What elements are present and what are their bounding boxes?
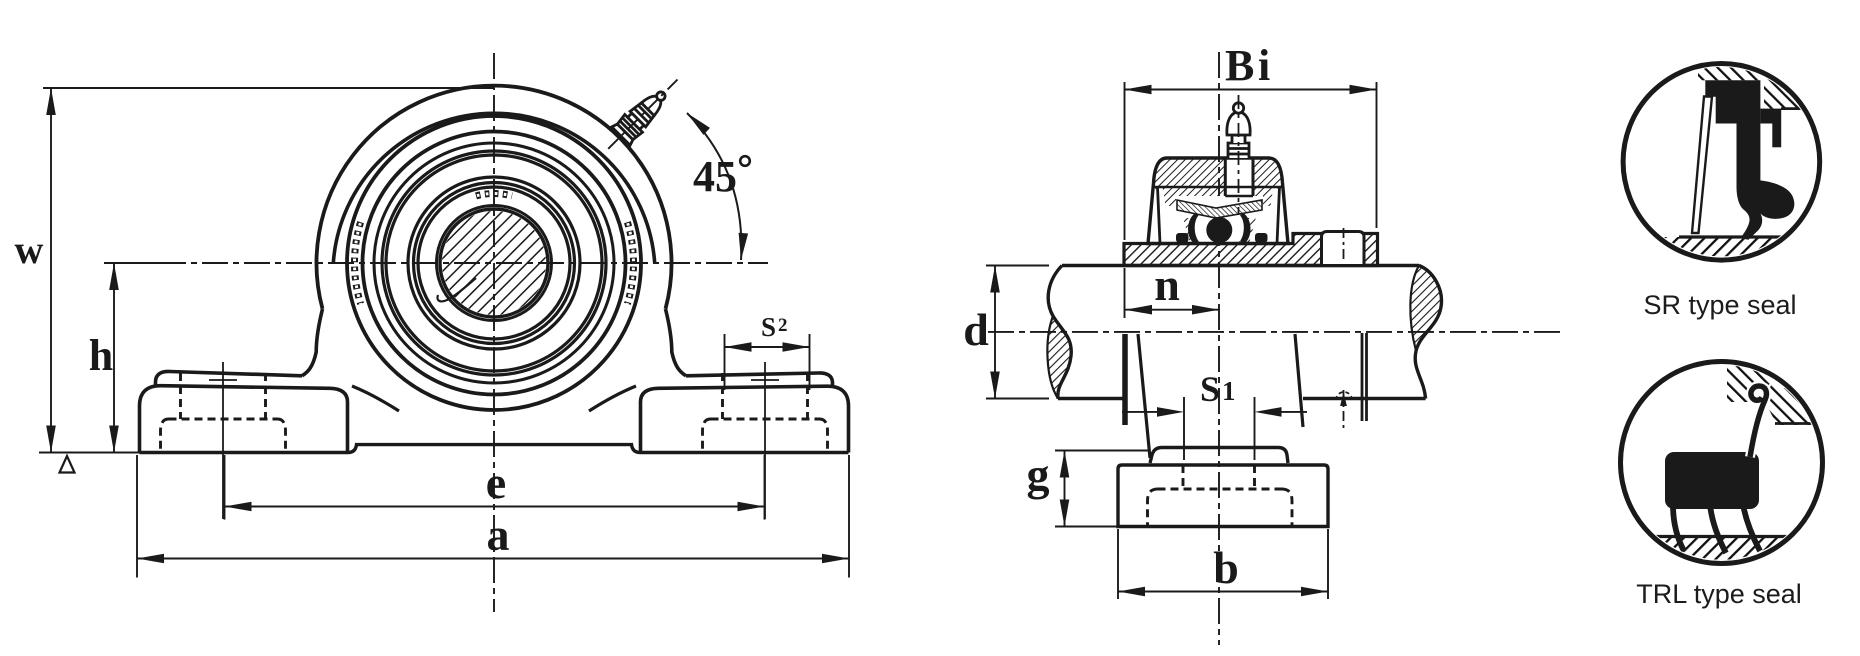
svg-text:w: w xyxy=(15,227,44,272)
svg-text:45: 45 xyxy=(693,152,737,201)
svg-text:2: 2 xyxy=(778,315,788,336)
svg-text:SR type seal: SR type seal xyxy=(1643,290,1796,320)
svg-text:d: d xyxy=(963,304,989,355)
svg-text:TRL type seal: TRL type seal xyxy=(1636,579,1802,609)
svg-text:h: h xyxy=(89,331,113,380)
svg-text:i: i xyxy=(1258,41,1270,90)
svg-text:S: S xyxy=(1200,369,1220,409)
svg-text:a: a xyxy=(487,509,510,560)
svg-text:B: B xyxy=(1225,41,1254,90)
svg-text:1: 1 xyxy=(1222,376,1236,406)
svg-text:S: S xyxy=(761,312,776,342)
svg-text:g: g xyxy=(1027,449,1050,500)
svg-text:e: e xyxy=(486,457,506,508)
svg-text:n: n xyxy=(1154,259,1180,310)
svg-text:b: b xyxy=(1213,542,1239,593)
